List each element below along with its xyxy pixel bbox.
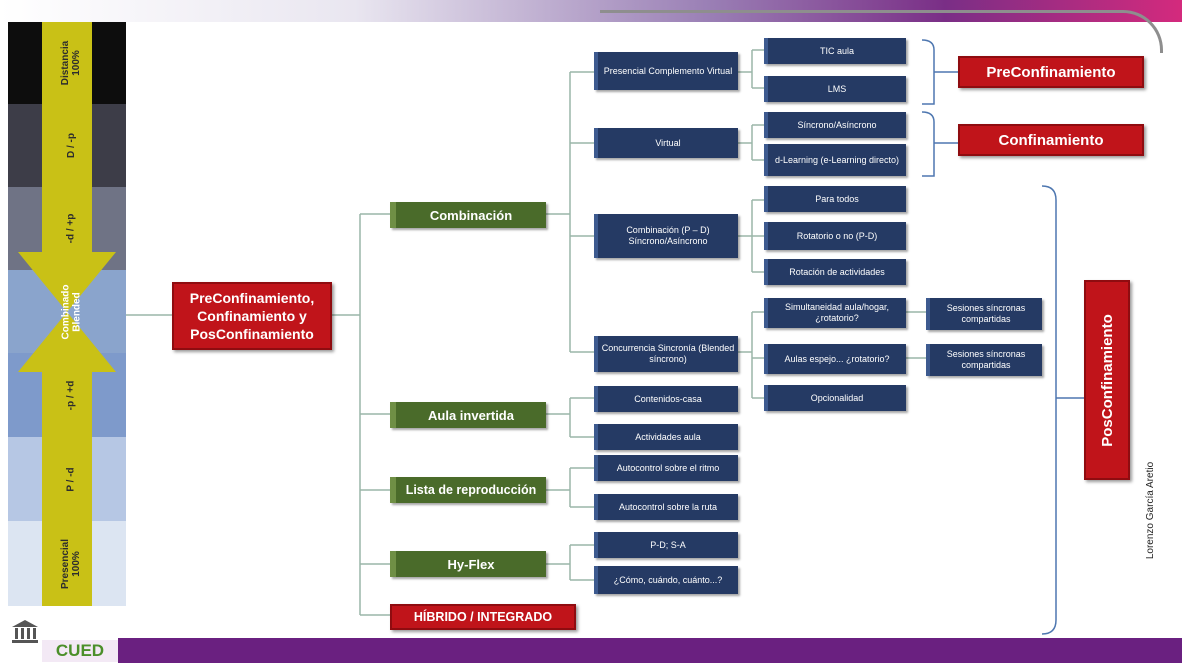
node-sesiones-2: Sesiones síncronas compartidas <box>926 344 1042 376</box>
node-hibrido-integrado: HÍBRIDO / INTEGRADO <box>390 604 576 630</box>
root-node: PreConfinamiento, Confinamiento y PosCon… <box>172 282 332 350</box>
node-sincrono-asincrono: Síncrono/Asíncrono <box>764 112 906 138</box>
author-credit: Lorenzo García Aretio <box>1145 461 1157 559</box>
node-como-cuando: ¿Cómo, cuándo, cuánto...? <box>594 566 738 594</box>
node-aulas-espejo: Aulas espejo... ¿rotatorio? <box>764 344 906 374</box>
node-sesiones-1: Sesiones síncronas compartidas <box>926 298 1042 330</box>
node-virtual: Virtual <box>594 128 738 158</box>
node-hyflex: Hy-Flex <box>390 551 546 577</box>
phase-confinamiento: Confinamiento <box>958 124 1144 156</box>
node-lms: LMS <box>764 76 906 102</box>
node-autocontrol-ritmo: Autocontrol sobre el ritmo <box>594 455 738 481</box>
node-concurrencia: Concurrencia Sincronía (Blended síncrono… <box>594 336 738 372</box>
node-combinacion-pd: Combinación (P – D) Síncrono/Asíncrono <box>594 214 738 258</box>
node-contenidos-casa: Contenidos-casa <box>594 386 738 412</box>
node-para-todos: Para todos <box>764 186 906 212</box>
node-opcionalidad: Opcionalidad <box>764 385 906 411</box>
node-actividades-aula: Actividades aula <box>594 424 738 450</box>
top-banner <box>0 0 1182 22</box>
bottom-banner <box>118 638 1182 663</box>
phase-preconfinamiento: PreConfinamiento <box>958 56 1144 88</box>
node-presencial-complemento: Presencial Complemento Virtual <box>594 52 738 90</box>
node-aula-invertida: Aula invertida <box>390 402 546 428</box>
unesco-logo <box>12 620 38 643</box>
cued-logo: CUED <box>42 640 118 662</box>
node-tic-aula: TIC aula <box>764 38 906 64</box>
node-combinacion: Combinación <box>390 202 546 228</box>
node-rotacion-actividades: Rotación de actividades <box>764 259 906 285</box>
modality-strip: Distancia 100% D / -p -d / +p Combinado … <box>8 22 126 606</box>
node-d-learning: d-Learning (e-Learning directo) <box>764 144 906 176</box>
node-lista-reproduccion: Lista de reproducción <box>390 477 546 503</box>
double-arrow <box>18 22 116 606</box>
phase-posconfinamiento: PosConfinamiento <box>1084 280 1130 480</box>
arrow-down <box>18 22 116 312</box>
arrow-up <box>18 312 116 606</box>
node-rotatorio: Rotatorio o no (P-D) <box>764 222 906 250</box>
node-simultaneidad: Simultaneidad aula/hogar, ¿rotatorio? <box>764 298 906 328</box>
node-autocontrol-ruta: Autocontrol sobre la ruta <box>594 494 738 520</box>
node-pd-sa: P-D; S-A <box>594 532 738 558</box>
